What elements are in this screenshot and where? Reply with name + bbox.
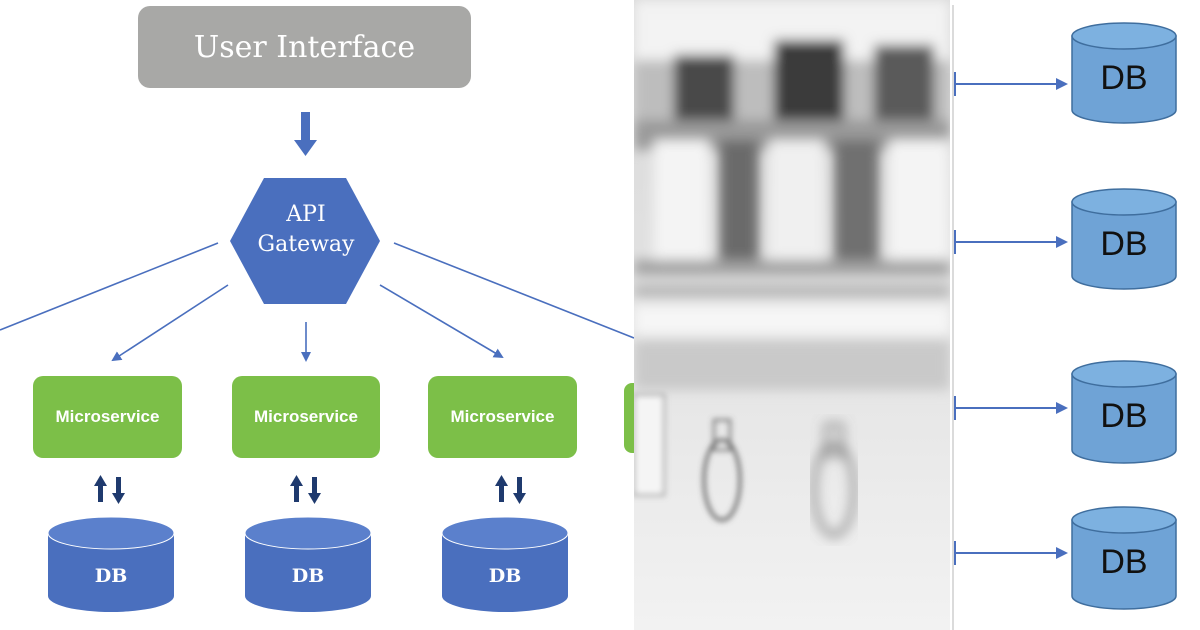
- db-label: DB: [291, 565, 325, 587]
- user-interface-label: User Interface: [193, 29, 416, 65]
- microservice-box-3: Microservice: [428, 376, 577, 458]
- db-label: DB: [488, 565, 522, 587]
- db-label-right: DB: [1100, 59, 1148, 97]
- database-column: DB DB DB DB: [950, 0, 1200, 630]
- microservice-box-partial: [624, 383, 634, 453]
- gateway-to-ms3-arrow: [379, 284, 504, 359]
- db-cylinder-right-4: [1071, 506, 1177, 610]
- microservice-box-2: Microservice: [232, 376, 380, 458]
- ms-db-arrows-2: [290, 475, 321, 504]
- diagram-connectors: [0, 112, 634, 612]
- db-cylinder-2: [244, 516, 372, 612]
- gateway-to-right-line: [393, 242, 634, 339]
- user-interface-box: User Interface: [138, 6, 471, 88]
- db-cylinder-right-1: [1071, 22, 1177, 124]
- gateway-to-left-line: [0, 242, 219, 331]
- api-gateway-line1: API: [286, 202, 326, 227]
- gateway-to-ms1-arrow: [111, 284, 229, 362]
- microservice-box-1: Microservice: [33, 376, 182, 458]
- microservice-label: Microservice: [55, 407, 160, 426]
- arrow-to-db-3: [954, 396, 1068, 420]
- arrow-to-db-4: [954, 541, 1068, 565]
- db-cylinder-right-3: [1071, 360, 1177, 464]
- blurred-photo-panel: [634, 0, 950, 630]
- db-label-right: DB: [1100, 225, 1148, 263]
- db-cylinder-1: [47, 516, 175, 612]
- microservice-label: Microservice: [450, 407, 555, 426]
- api-gateway-line2: Gateway: [257, 232, 355, 257]
- db-label-right: DB: [1100, 397, 1148, 435]
- db-label: DB: [94, 565, 128, 587]
- db-cylinder-right-2: [1071, 188, 1177, 290]
- arrow-to-db-2: [954, 230, 1068, 254]
- microservice-label: Microservice: [254, 407, 358, 426]
- electrical-panel-photo: [634, 0, 950, 630]
- api-gateway-hexagon: [230, 178, 380, 304]
- ms-db-arrows-1: [94, 475, 125, 504]
- database-column-graphics: [952, 5, 1177, 630]
- api-gateway-label: API Gateway: [232, 200, 380, 260]
- ms-db-arrows-3: [495, 475, 526, 504]
- db-cylinder-3: [441, 516, 569, 612]
- arrow-to-db-1: [954, 72, 1068, 96]
- ui-to-gateway-arrow: [294, 112, 317, 156]
- architecture-diagram: User Interface API Gateway Microservice …: [0, 6, 634, 612]
- db-label-right: DB: [1100, 543, 1148, 581]
